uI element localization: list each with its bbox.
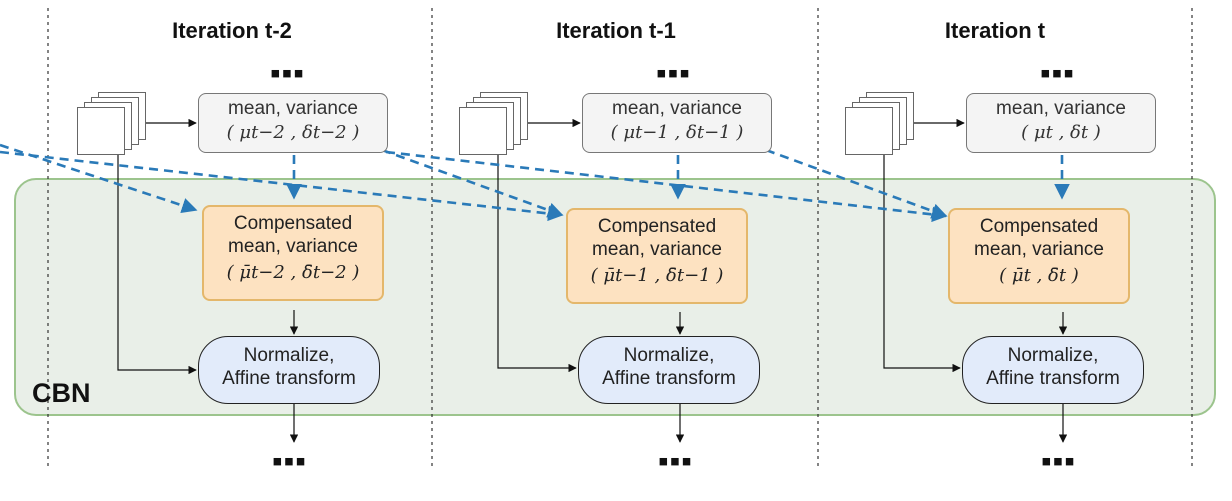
- arrow-features-to-norm: [497, 154, 577, 373]
- normalize-box: Normalize, Affine transform: [198, 336, 380, 404]
- compensated-sublabel: mean, variance: [974, 239, 1104, 260]
- ellipsis-dots: ▪▪▪: [272, 445, 307, 478]
- stats-formula: ( μt , δt ): [1021, 122, 1101, 143]
- stats-formula: ( μt−2 , δt−2 ): [226, 122, 360, 143]
- compensated-label: Compensated: [979, 216, 1099, 237]
- normalize-label: Normalize,: [1007, 345, 1099, 366]
- compensated-formula: ( μ̄t−2 , δ̄t−2 ): [226, 262, 360, 283]
- stats-label: mean, variance: [996, 98, 1126, 119]
- compensated-sublabel: mean, variance: [228, 236, 358, 257]
- mean-variance-box: mean, variance ( μt−2 , δt−2 ): [198, 93, 388, 153]
- dashed-arrow-history: [385, 150, 948, 223]
- compensated-label: Compensated: [597, 216, 717, 237]
- compensated-box: Compensated mean, variance ( μ̄t−1 , δ̄t…: [566, 208, 748, 304]
- affine-label: Affine transform: [222, 368, 356, 389]
- iteration-title: Iteration t: [944, 18, 1046, 43]
- dashed-arrow-history: [0, 150, 564, 222]
- ellipsis-dots: ▪▪▪: [270, 57, 305, 90]
- arrow-features-to-norm: [883, 154, 961, 373]
- compensated-sublabel: mean, variance: [592, 239, 722, 260]
- compensated-box: Compensated mean, variance ( μ̄t−2 , δ̄t…: [202, 205, 384, 301]
- ellipsis-dots: ▪▪▪: [1041, 445, 1076, 478]
- affine-label: Affine transform: [986, 368, 1120, 389]
- normalize-label: Normalize,: [243, 345, 335, 366]
- iteration-title: Iteration t-1: [556, 18, 676, 43]
- normalize-box: Normalize, Affine transform: [962, 336, 1144, 404]
- ellipsis-dots: ▪▪▪: [656, 57, 691, 90]
- normalize-label: Normalize,: [623, 345, 715, 366]
- compensated-label: Compensated: [233, 213, 353, 234]
- stats-label: mean, variance: [228, 98, 358, 119]
- mean-variance-box: mean, variance ( μt , δt ): [966, 93, 1156, 153]
- iteration-title: Iteration t-2: [172, 18, 292, 43]
- compensated-box: Compensated mean, variance ( μ̄t , δ̄t ): [948, 208, 1130, 304]
- affine-label: Affine transform: [602, 368, 736, 389]
- dashed-arrow-history: [381, 148, 564, 218]
- dashed-arrow-history: [765, 148, 948, 219]
- stats-formula: ( μt−1 , δt−1 ): [610, 122, 744, 143]
- compensated-formula: ( μ̄t−1 , δ̄t−1 ): [590, 265, 724, 286]
- compensated-formula: ( μ̄t , δ̄t ): [999, 265, 1079, 286]
- arrow-features-to-norm: [117, 154, 197, 375]
- normalize-box: Normalize, Affine transform: [578, 336, 760, 404]
- cbn-label: CBN: [32, 378, 91, 408]
- ellipsis-dots: ▪▪▪: [658, 445, 693, 478]
- mean-variance-box: mean, variance ( μt−1 , δt−1 ): [582, 93, 772, 153]
- stats-label: mean, variance: [612, 98, 742, 119]
- ellipsis-dots: ▪▪▪: [1040, 57, 1075, 90]
